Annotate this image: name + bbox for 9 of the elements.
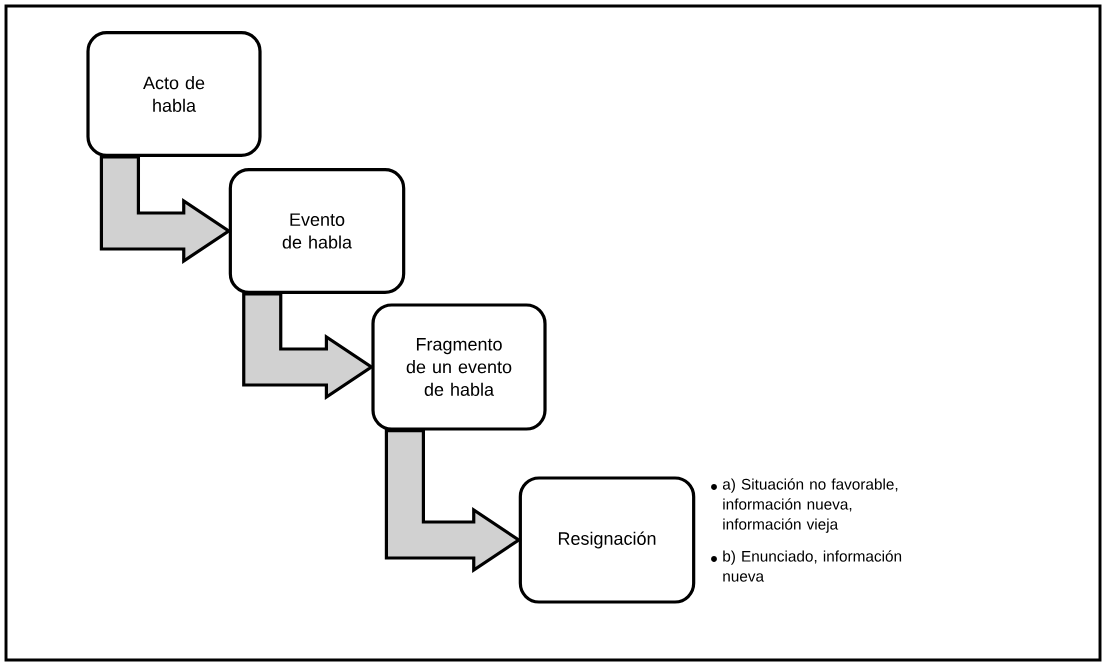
bullet-text: a) Situación no favorable, información nueva, información vieja <box>722 478 898 533</box>
bent-arrow <box>99 155 232 264</box>
bent-arrow <box>384 429 522 573</box>
rounded-box: Fragmento de un evento de habla <box>371 303 547 431</box>
rounded-box: Acto de habla <box>86 31 262 157</box>
rounded-box: Resignación <box>518 476 696 604</box>
rounded-box: Evento de habla <box>228 168 406 294</box>
bullet-text: b) Enunciado, información nueva <box>723 550 902 582</box>
bent-arrow <box>242 292 375 400</box>
